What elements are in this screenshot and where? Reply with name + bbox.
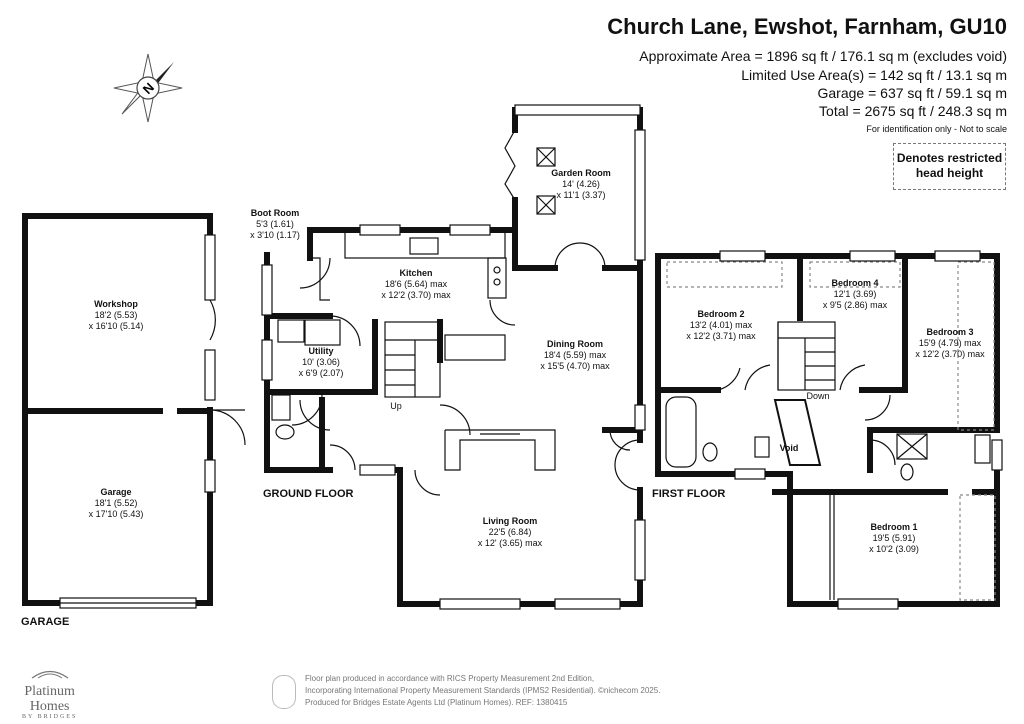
room-dim: 14' (4.26)	[562, 179, 600, 189]
room-dim: x 15'5 (4.70) max	[540, 361, 610, 371]
footer-text: Floor plan produced in accordance with R…	[305, 673, 660, 709]
stair-up-label: Up	[390, 401, 402, 411]
room-label-utility: Utility 10' (3.06) x 6'9 (2.07)	[299, 346, 344, 379]
first-outer-wall	[655, 253, 793, 477]
page-title: Church Lane, Ewshot, Farnham, GU10	[607, 14, 1007, 39]
room-label-bedroom-2: Bedroom 2 13'2 (4.01) max x 12'2 (3.71) …	[686, 309, 755, 342]
room-name: Workshop	[94, 299, 138, 309]
room-dim: x 12'2 (3.70) max	[381, 290, 451, 300]
logo-text-3: BY BRIDGES	[22, 714, 78, 720]
room-label-bedroom-1: Bedroom 1 19'5 (5.91) x 10'2 (3.09)	[869, 522, 919, 555]
room-label-dining-room: Dining Room 18'4 (5.59) max x 15'5 (4.70…	[540, 339, 609, 372]
room-name: Kitchen	[399, 268, 433, 278]
room-dim: x 12'2 (3.71) max	[686, 331, 756, 341]
room-dim: x 9'5 (2.86) max	[822, 300, 888, 310]
restricted-height-legend: Denotes restricted head height	[893, 143, 1006, 190]
room-name: Bedroom 1	[870, 522, 918, 532]
logo-text-2: Homes	[29, 699, 70, 714]
footer-line: Incorporating International Property Mea…	[305, 686, 661, 695]
room-label-boot-room: Boot Room 5'3 (1.61) x 3'10 (1.17)	[250, 208, 300, 241]
room-label-garage: Garage 18'1 (5.52) x 17'10 (5.43)	[89, 487, 144, 520]
limited-use-area: Limited Use Area(s) = 142 sq ft / 13.1 s…	[741, 67, 1007, 83]
room-dim: x 12'2 (3.70) max	[915, 349, 985, 359]
room-name: Boot Room	[250, 208, 300, 218]
room-dim: 18'2 (5.53)	[94, 310, 138, 320]
room-name: Bedroom 3	[926, 327, 974, 337]
logo-text-1: Platinum	[24, 684, 75, 699]
logo-mark-icon	[31, 670, 68, 679]
compass-icon: N	[113, 53, 183, 123]
ground-outer-wall	[264, 252, 333, 473]
garage-area: Garage = 637 sq ft / 59.1 sq m	[817, 85, 1008, 101]
room-dim: 18'4 (5.59) max	[543, 350, 607, 360]
room-dim: x 11'1 (3.37)	[556, 190, 606, 200]
room-name: Dining Room	[547, 339, 603, 349]
room-dim: 15'9 (4.79) max	[918, 338, 982, 348]
approx-area: Approximate Area = 1896 sq ft / 176.1 sq…	[639, 48, 1007, 64]
accreditation-badge-icon	[272, 675, 296, 709]
room-dim: 5'3 (1.61)	[256, 219, 294, 229]
garage-wall-outer	[22, 213, 213, 606]
scale-note: For identification only - Not to scale	[866, 124, 1007, 134]
room-dim: 12'1 (3.69)	[833, 289, 877, 299]
stair-down-label: Down	[806, 391, 830, 401]
room-name: Garage	[100, 487, 132, 497]
room-label-kitchen: Kitchen 18'6 (5.64) max x 12'2 (3.70) ma…	[381, 268, 450, 301]
room-dim: 18'6 (5.64) max	[384, 279, 448, 289]
room-name: Bedroom 2	[697, 309, 745, 319]
room-name: Living Room	[482, 516, 538, 526]
room-dim: x 3'10 (1.17)	[250, 230, 300, 240]
room-dim: x 10'2 (3.09)	[869, 544, 919, 554]
footer-line: Produced for Bridges Estate Agents Ltd (…	[305, 698, 568, 707]
room-label-bedroom-4: Bedroom 4 12'1 (3.69) x 9'5 (2.86) max	[823, 278, 887, 311]
void-label: Void	[779, 443, 799, 453]
room-dim: 19'5 (5.91)	[872, 533, 916, 543]
room-label-workshop: Workshop 18'2 (5.53) x 16'10 (5.14)	[89, 299, 144, 332]
room-name: Bedroom 4	[831, 278, 879, 288]
total-area: Total = 2675 sq ft / 248.3 sq m	[819, 103, 1007, 119]
room-dim: x 16'10 (5.14)	[88, 321, 144, 331]
room-dim: x 12' (3.65) max	[477, 538, 543, 548]
room-dim: 10' (3.06)	[302, 357, 340, 367]
room-name: Garden Room	[551, 168, 611, 178]
footer-line: Floor plan produced in accordance with R…	[305, 674, 595, 683]
floor-label-first: FIRST FLOOR	[652, 488, 726, 500]
room-dim: x 6'9 (2.07)	[298, 368, 344, 378]
room-label-garden-room: Garden Room 14' (4.26) x 11'1 (3.37)	[551, 168, 611, 201]
floor-label-garage: GARAGE	[21, 616, 70, 628]
room-label-bedroom-3: Bedroom 3 15'9 (4.79) max x 12'2 (3.70) …	[915, 327, 984, 360]
room-name: Utility	[308, 346, 334, 356]
floor-label-ground: GROUND FLOOR	[263, 488, 354, 500]
garage-wall-right	[193, 489, 213, 606]
room-label-living-room: Living Room 22'5 (6.84) x 12' (3.65) max	[478, 516, 542, 549]
room-dim: 13'2 (4.01) max	[689, 320, 753, 330]
room-dim: 18'1 (5.52)	[94, 498, 138, 508]
platinum-homes-logo: Platinum Homes BY BRIDGES	[22, 666, 77, 720]
room-dim: x 17'10 (5.43)	[88, 509, 144, 519]
room-dim: 22'5 (6.84)	[488, 527, 532, 537]
